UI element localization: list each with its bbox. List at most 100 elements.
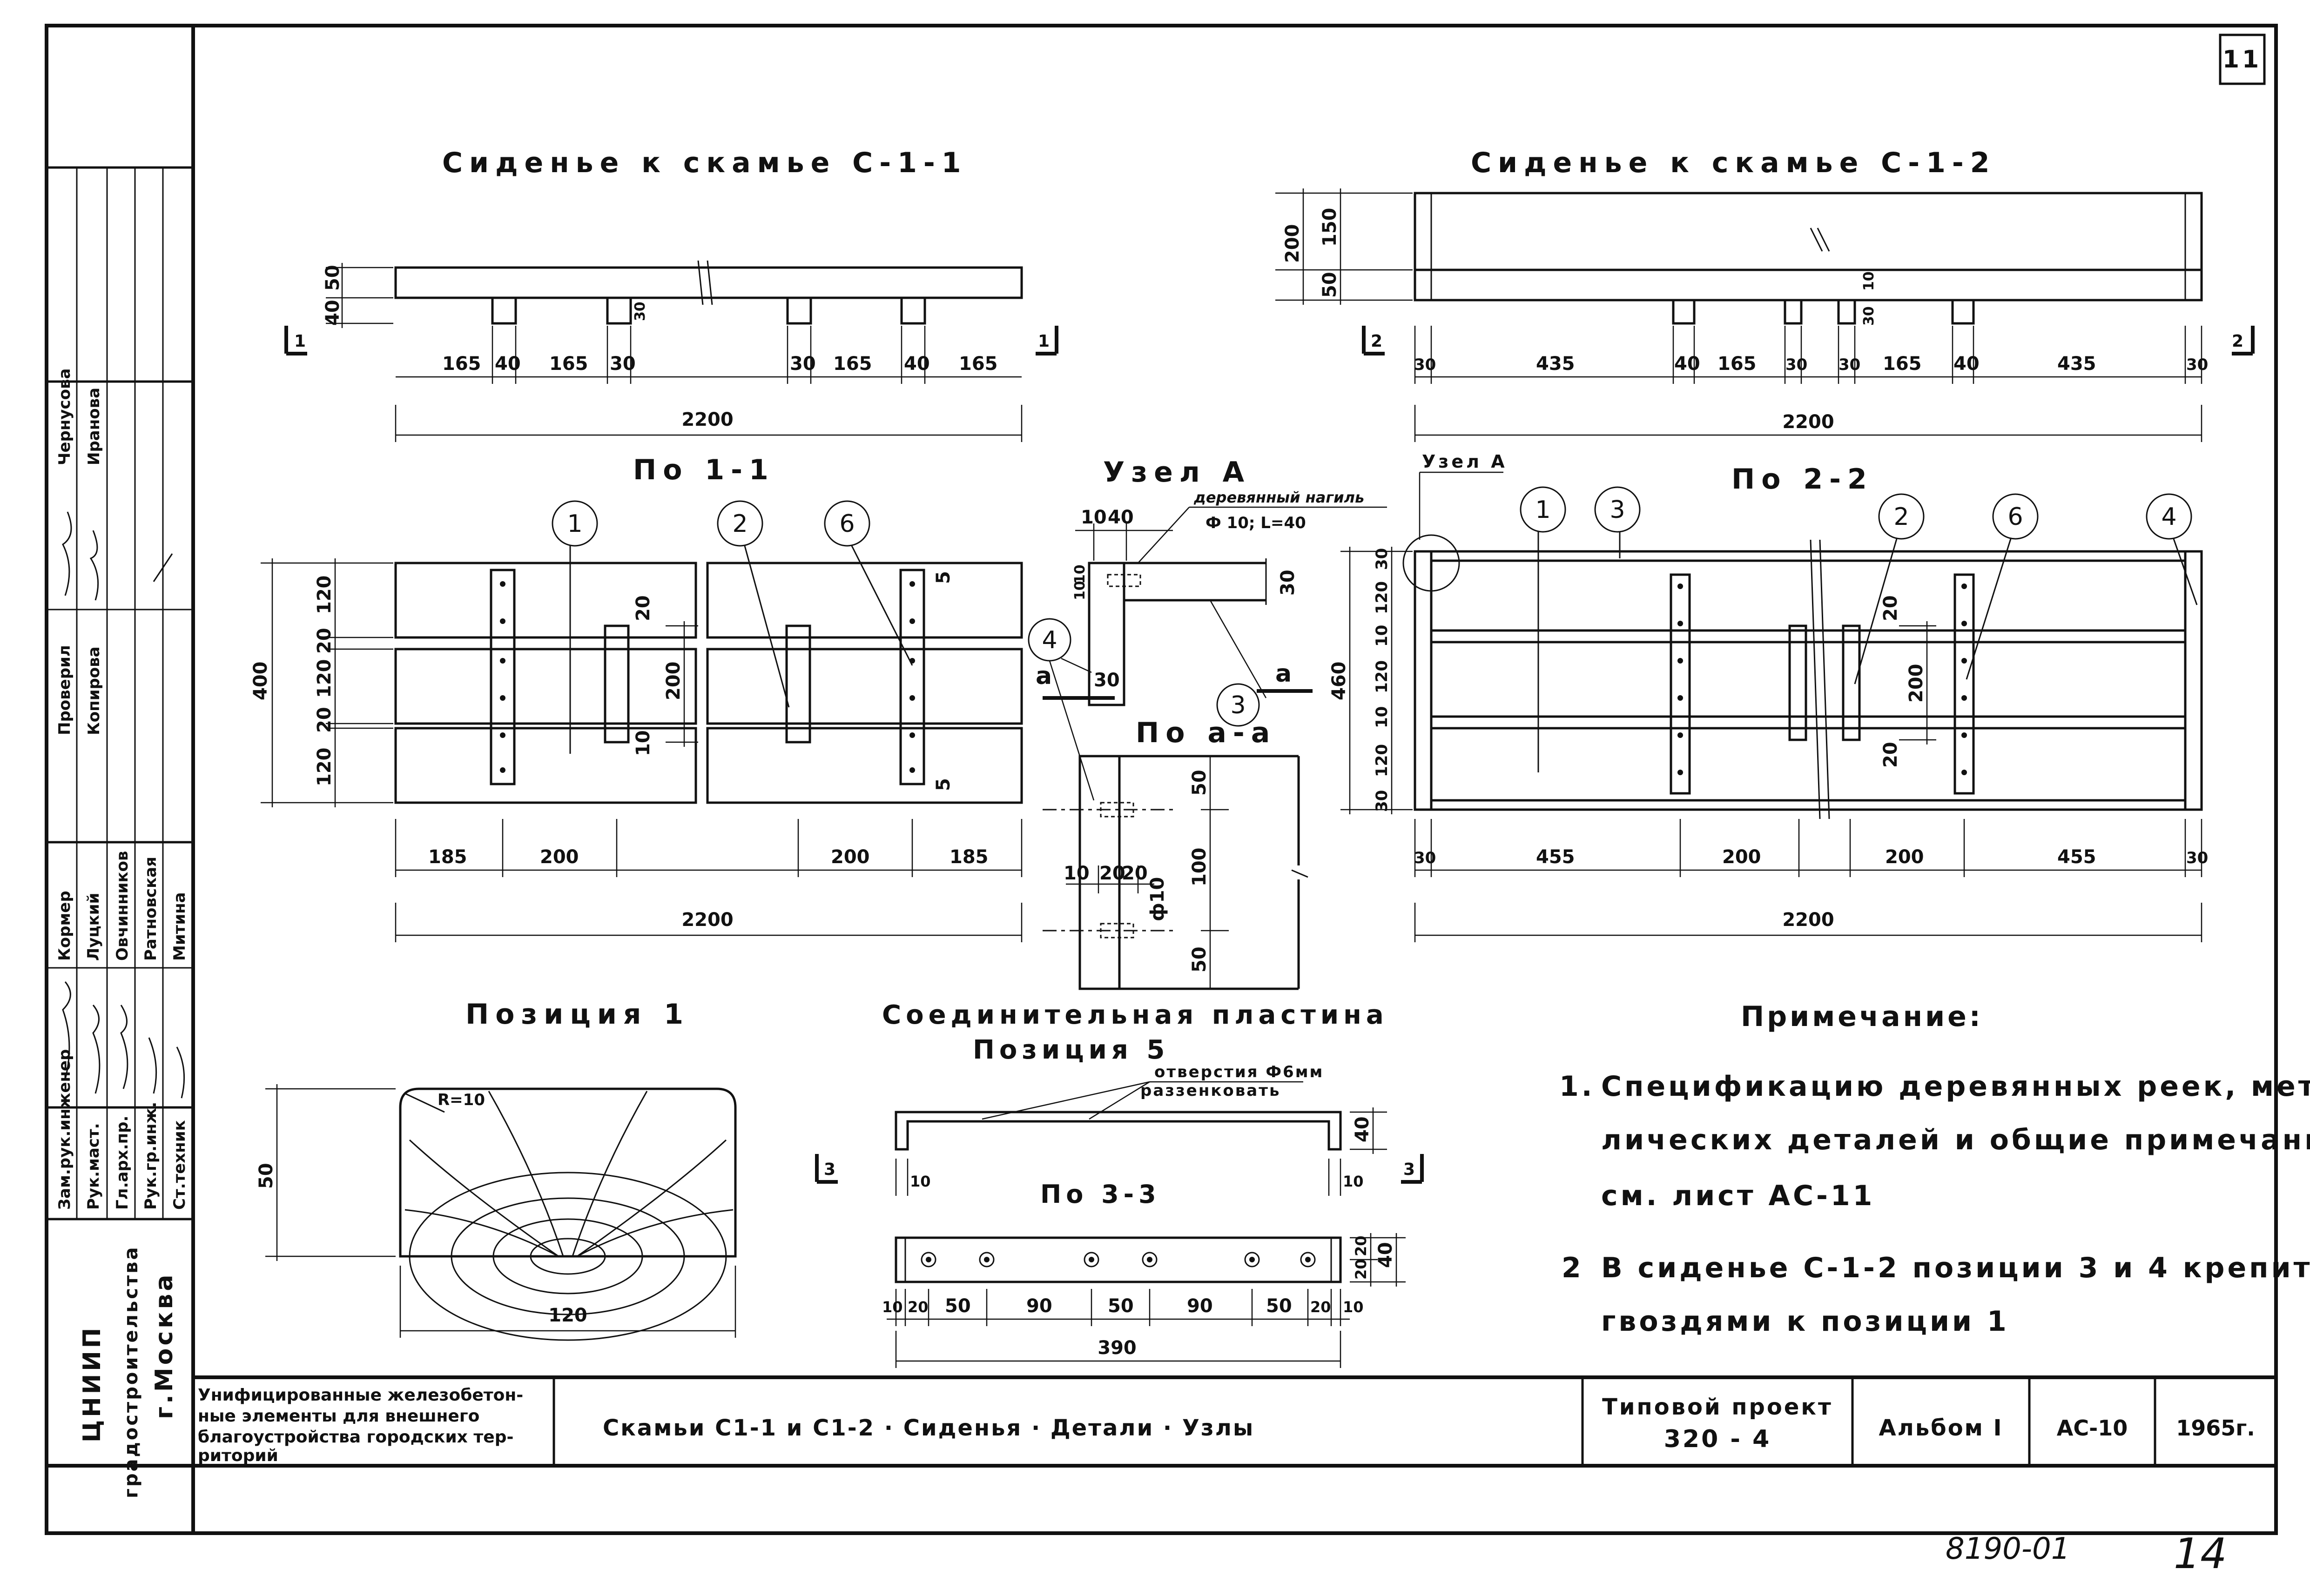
board-outline (399, 1087, 737, 1258)
bubble-4-b: 4 (2161, 503, 2176, 531)
note-1-line3: см. лист АС-11 (1601, 1180, 1875, 1212)
title-desc-line4: риторий (198, 1446, 278, 1465)
dim-plate-10b: 10 (1343, 1173, 1364, 1190)
dim-plate-r40: 40 (1375, 1242, 1396, 1268)
dim-plate-b10b: 10 (1343, 1298, 1364, 1316)
dim-c12-total: 2200 (1782, 411, 1834, 433)
dim-s11-20a: 20 (314, 628, 335, 654)
sheet-title: Скамьи С1-1 и С1-2 · Сиденья · Детали · … (603, 1415, 1254, 1441)
dim-s11-5a: 5 (933, 571, 954, 584)
dim-c12-30a: 30 (1414, 355, 1436, 374)
dim-c12-165a: 165 (1717, 353, 1757, 375)
album: Альбом I (1879, 1415, 2003, 1441)
dim-s11-20c: 20 (633, 595, 654, 621)
dim-aa-10: 10 (1064, 863, 1090, 884)
dim-node-10: 10 (1081, 507, 1107, 528)
dim-s22-120b: 120 (1373, 660, 1391, 693)
signature-checked (62, 511, 173, 601)
dim-plate-b50a: 50 (945, 1295, 971, 1317)
signature-block (62, 981, 185, 1099)
dim-c11-165a: 165 (442, 353, 481, 375)
bubble-6-a: 6 (839, 510, 855, 538)
project-label: Типовой проект (1602, 1394, 1833, 1420)
node-a: Узел А деревянный нагиль Ф 10; L=40 10 4… (1028, 456, 1387, 801)
dim-s11-120c: 120 (314, 748, 335, 787)
dim-node-30a: 30 (1277, 570, 1299, 596)
note-1-line2: лических деталей и общие примечания (1601, 1124, 2310, 1156)
cut-mark-3-left: 3 (824, 1160, 835, 1179)
radius-label: R=10 (438, 1091, 485, 1109)
dim-c11-small-30: 30 (632, 302, 648, 321)
dim-c11-30a: 30 (610, 353, 636, 375)
dim-node-30b: 30 (1094, 670, 1120, 691)
dim-s22-30d: 30 (2186, 849, 2208, 867)
dim-plate-10a: 10 (910, 1173, 931, 1190)
dim-s11-400: 400 (250, 662, 271, 701)
node-a-title: Узел А (1103, 456, 1251, 489)
dim-c12-50: 50 (1319, 272, 1340, 298)
screw-dots-2 (1677, 583, 1967, 775)
dim-c12-small-10: 10 (1861, 271, 1877, 291)
dim-c11-165d: 165 (959, 353, 998, 375)
title-block: Унифицированные железобетон- ные элемент… (47, 1375, 2276, 1578)
plate-title: Соединительная пластина (882, 1000, 1388, 1030)
seat-c11-elevation: Сиденье к скамье С-1-1 40 50 30 1 1 165 … (284, 147, 1058, 442)
dim-s11-185a: 185 (428, 846, 467, 868)
dim-aa-20b: 20 (1122, 863, 1148, 884)
dim-plate-b50b: 50 (1108, 1295, 1134, 1317)
cut-mark-1-left: 1 (294, 332, 306, 351)
dim-s11-200b: 200 (831, 846, 870, 868)
dim-s11-total: 2200 (681, 909, 733, 931)
dim-s22-200: 200 (1906, 664, 1927, 703)
sheet-code: АС-10 (2057, 1415, 2128, 1441)
sheet-frame: 11 (45, 24, 2278, 1535)
sheet-number: 11 (2222, 46, 2262, 74)
stamp-name-chernusova: Чернусова (55, 369, 74, 466)
dim-s22-455b: 455 (2057, 846, 2096, 868)
dim-s22-30a: 30 (1373, 548, 1391, 570)
cut-mark-1-right: 1 (1038, 332, 1050, 351)
note-1-line1: Спецификацию деревянных реек, метал- (1601, 1070, 2310, 1103)
dowel-spec: Ф 10; L=40 (1206, 514, 1306, 532)
archive-code: 8190-01 (1946, 1532, 2070, 1566)
dim-c11-30b: 30 (790, 353, 816, 375)
dim-c12-30b: 30 (1785, 355, 1807, 374)
bubble-2-a: 2 (732, 510, 748, 538)
dim-s22-120c: 120 (1373, 744, 1391, 777)
dim-node-side-10a: 10 (1072, 564, 1088, 584)
notes-heading: Примечание: (1741, 1000, 1983, 1033)
stamp-role-group-eng: Рук.гр.инж. (141, 1102, 160, 1210)
bubble-4-node: 4 (1042, 626, 1057, 654)
dim-s22-10b: 10 (1373, 706, 1391, 728)
bubble-3-b: 3 (1610, 496, 1625, 524)
title-desc-line2: ные элементы для внешнего (198, 1407, 479, 1426)
dim-c12-200: 200 (1282, 224, 1303, 263)
dim-plate-b20a: 20 (908, 1298, 929, 1316)
dim-aa-50b: 50 (1189, 946, 1210, 972)
dim-s22-20a: 20 (1880, 595, 1901, 621)
seat-c11-title: Сиденье к скамье С-1-1 (442, 147, 968, 179)
left-stamp: Проверил Копирова Чернусова Иранова Зам.… (47, 166, 193, 1498)
dim-s22-455a: 455 (1536, 846, 1575, 868)
dim-c12-30d: 30 (2186, 355, 2208, 374)
dim-plate-total: 390 (1098, 1337, 1137, 1359)
dim-c11-165b: 165 (549, 353, 588, 375)
year: 1965г. (2176, 1415, 2255, 1441)
org-city-planning: градостроительства (121, 1246, 142, 1498)
section-3-3-title: По 3-3 (1040, 1180, 1161, 1209)
cut-mark-a-left: а (1036, 662, 1055, 690)
dim-plate-b90a: 90 (1026, 1295, 1052, 1317)
stamp-role-deputy: Зам.рук.инженер (55, 1049, 74, 1210)
dim-c11-top-40: 40 (322, 300, 343, 326)
bubble-2-b: 2 (1893, 503, 1909, 531)
dim-s11-10: 10 (633, 730, 654, 756)
stamp-role-copied: Копирова (85, 646, 103, 735)
stamp-name-ratnovskaya: Ратновская (141, 857, 160, 961)
dim-plate-b50c: 50 (1266, 1295, 1292, 1317)
stamp-role-master: Рук.маст. (84, 1123, 103, 1210)
cut-mark-a-right: а (1275, 660, 1294, 688)
plate-profile (895, 1111, 1342, 1151)
notes: Примечание: 1. Спецификацию деревянных р… (1559, 1000, 2310, 1338)
section-a-a: По а-а 50 100 50 10 20 20 ф10 (1043, 717, 1308, 990)
